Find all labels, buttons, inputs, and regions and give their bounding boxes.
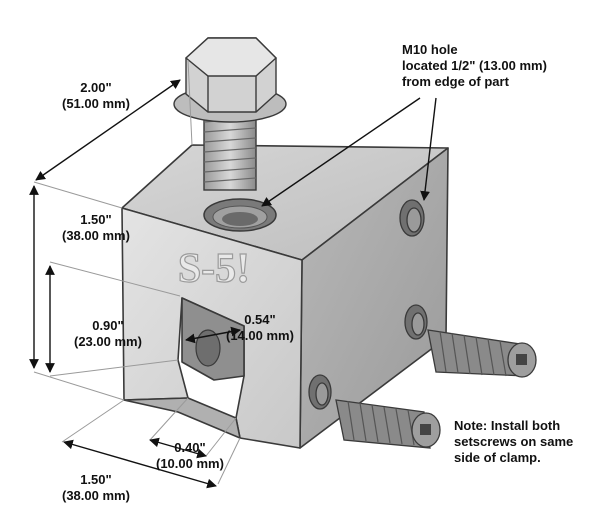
- dim-arrow-slot-width: [185, 326, 241, 344]
- hex-bolt: [173, 37, 287, 191]
- callout-arrow-top-hole: [261, 97, 421, 207]
- dim-label-slot-depth: 0.90" (23.00 mm): [74, 318, 142, 349]
- setscrew-upper: [427, 329, 537, 378]
- dim-label-slot-opening: 0.40" (10.00 mm): [156, 440, 224, 471]
- extension-lines: [33, 59, 241, 485]
- hole-callout-note: M10 hole located 1/2" (13.00 mm) from ed…: [402, 42, 547, 89]
- dim-label-slot-width: 0.54" (14.00 mm): [226, 312, 294, 343]
- setscrew-lower: [335, 399, 441, 449]
- dimension-arrows: [29, 79, 437, 489]
- top-m10-hole: [203, 198, 277, 232]
- dim-label-height: 1.50" (38.00 mm): [62, 212, 130, 243]
- setscrew-note: Note: Install both setscrews on same sid…: [454, 418, 574, 465]
- slot-floor: [123, 397, 241, 439]
- side-threaded-holes: [308, 199, 428, 410]
- callout-arrow-side-hole: [420, 97, 437, 201]
- dim-label-width: 1.50" (38.00 mm): [62, 472, 130, 503]
- s5-logo: S-5!: [178, 246, 250, 292]
- dim-arrow-length: [35, 79, 181, 181]
- dim-arrow-width: [63, 439, 217, 489]
- dim-label-length: 2.00" (51.00 mm): [62, 80, 130, 111]
